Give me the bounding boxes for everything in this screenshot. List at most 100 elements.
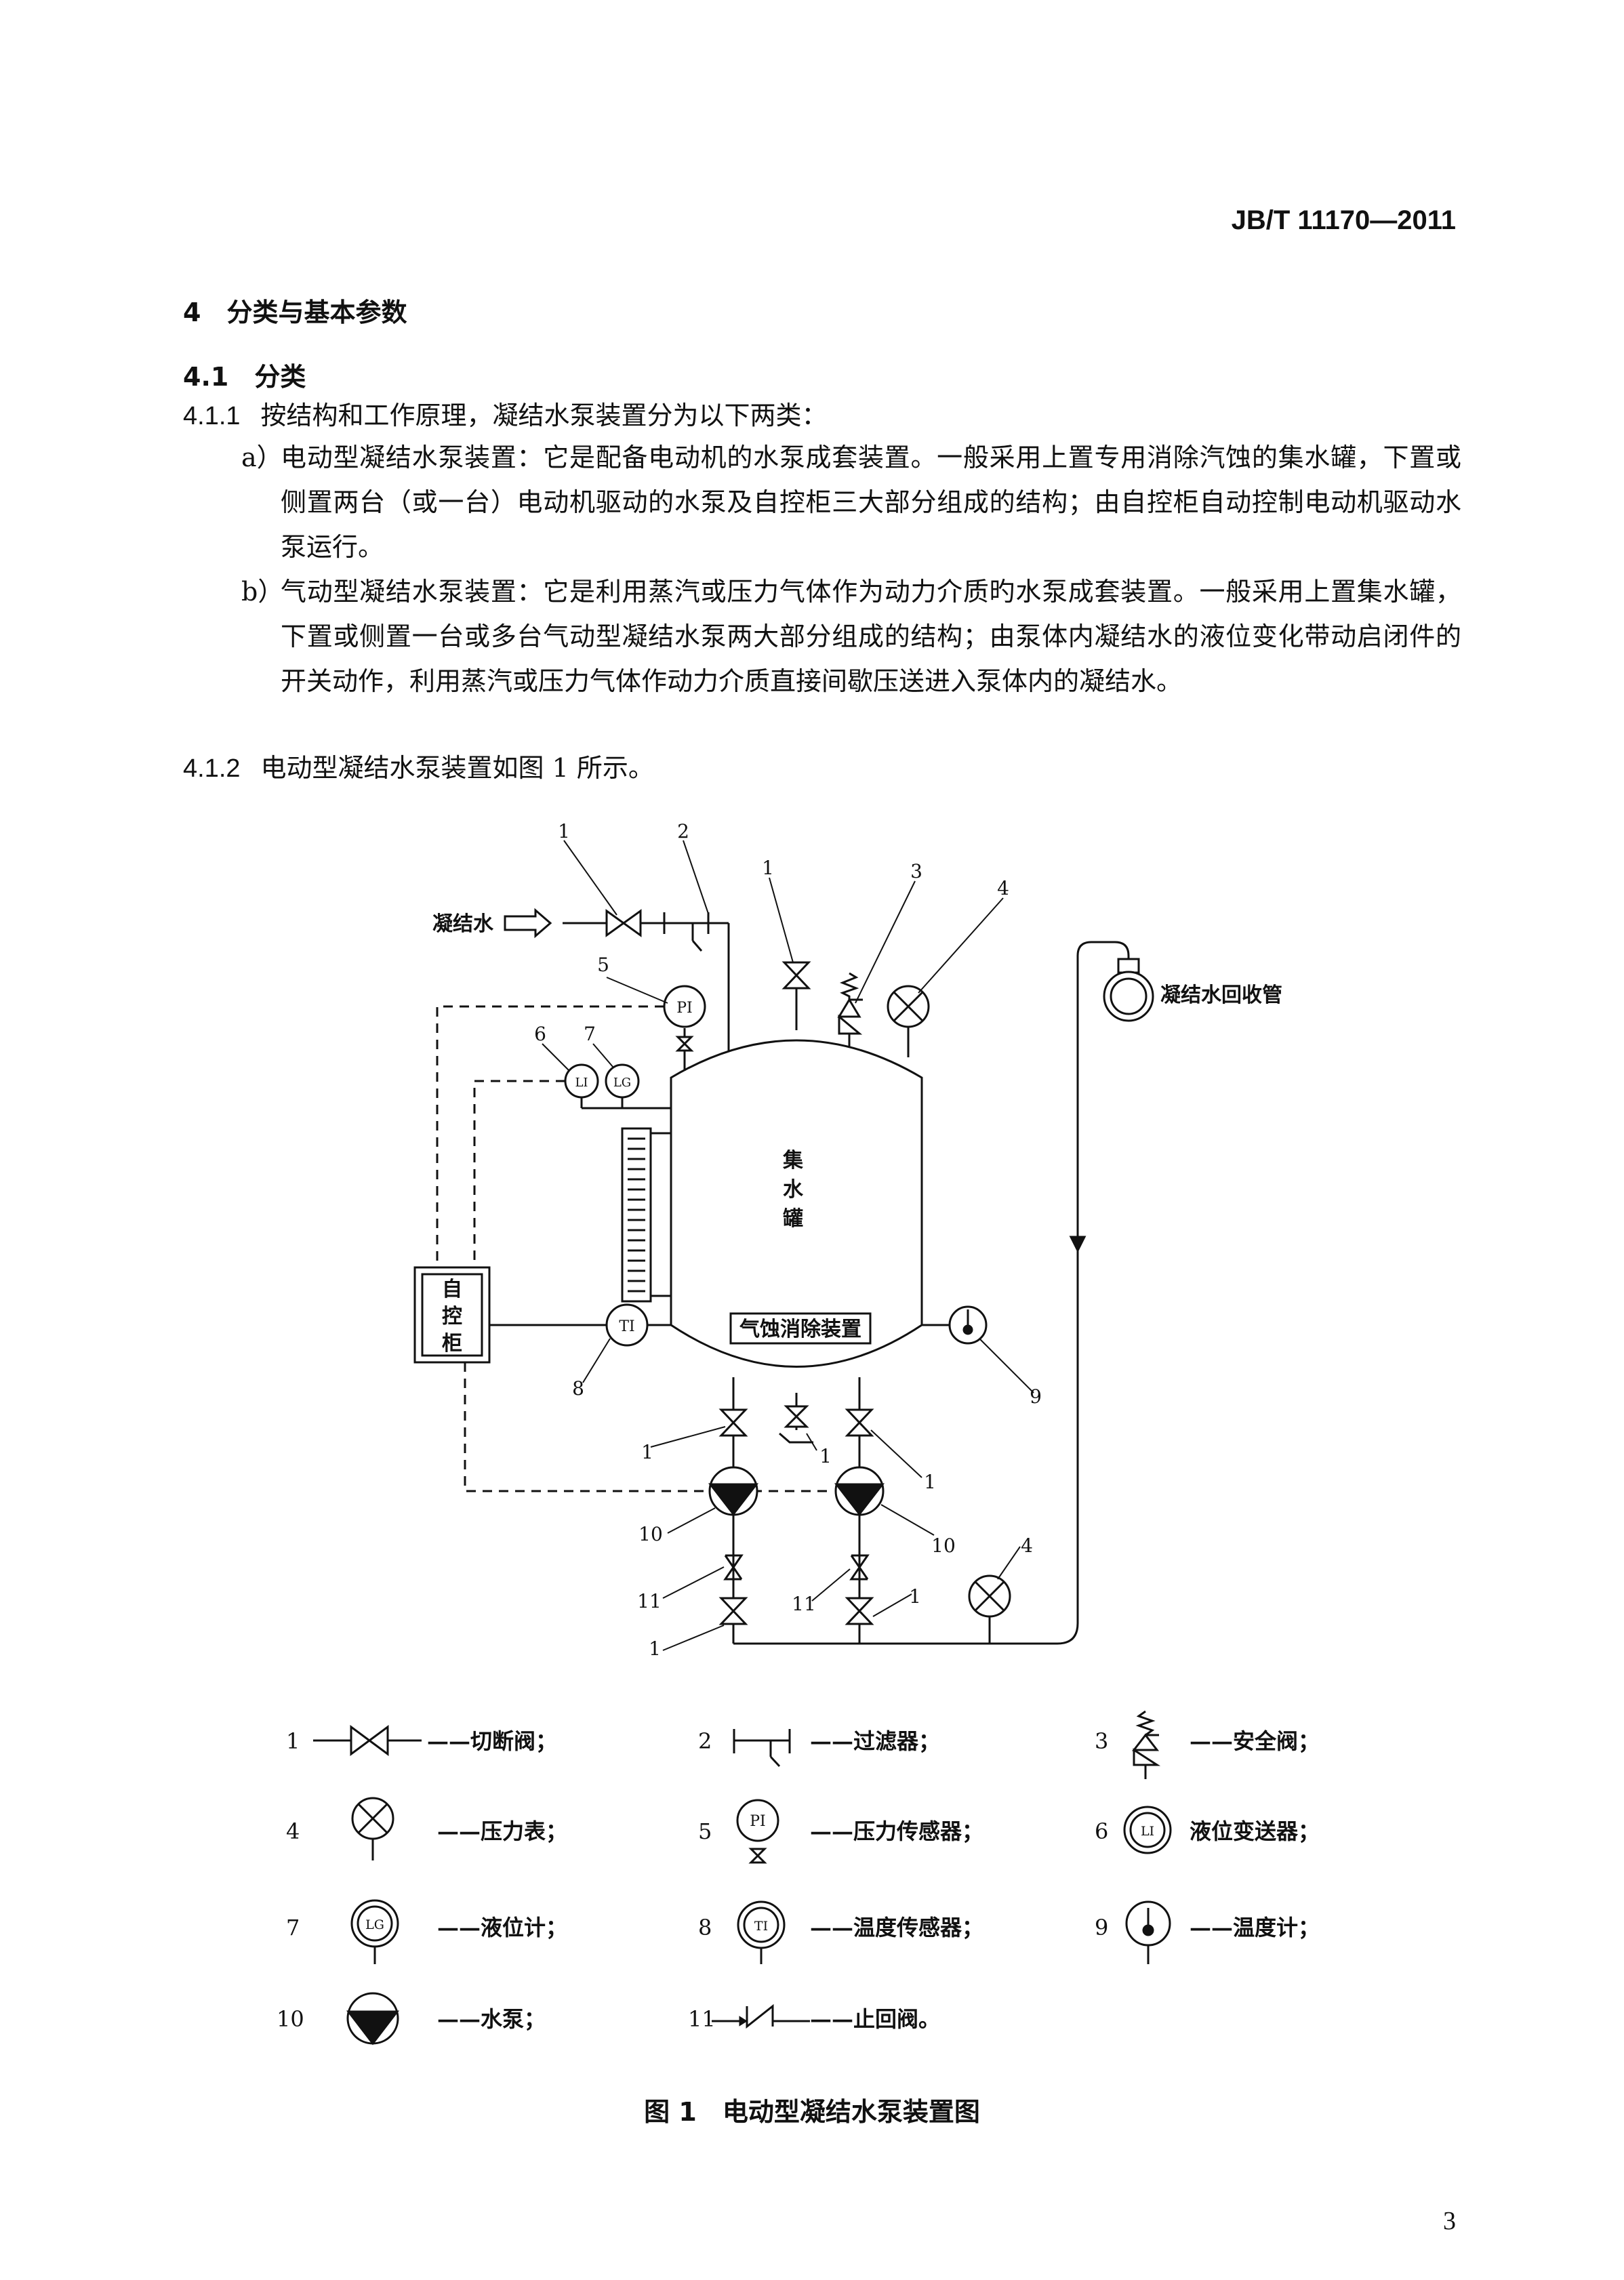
shutoff-valve-bottom-right — [845, 1408, 874, 1437]
legend-num: 10 — [277, 2006, 304, 2032]
cabinet-label-3: 柜 — [442, 1332, 462, 1356]
legend-check-valve-icon — [712, 2003, 810, 2029]
legend-desc: ——压力传感器； — [810, 1818, 983, 1844]
legend-pump-icon — [346, 1992, 400, 2045]
callout-10: 10 — [638, 1523, 663, 1545]
clause-text: 电动型凝结水泵装置如图 1 所示。 — [260, 753, 654, 783]
callout-1: 1 — [641, 1441, 653, 1463]
callout-8: 8 — [572, 1377, 584, 1400]
list-item-a: a） 电动型凝结水泵装置：它是配备电动机的水泵成套装置。一般采用上置专用消除汽蚀… — [241, 435, 1461, 569]
pump-left — [708, 1466, 759, 1516]
legend-desc: ——温度传感器； — [810, 1915, 983, 1940]
legend-num: 7 — [286, 1915, 300, 1940]
cabinet-label-2: 控 — [442, 1305, 462, 1328]
legend-desc: ——过滤器； — [810, 1728, 940, 1754]
tank-label-1: 集 — [782, 1149, 804, 1173]
callout-1: 1 — [649, 1637, 661, 1660]
legend-symbols — [313, 1710, 1172, 2045]
legend-pressure-sensor-icon — [736, 1799, 779, 1864]
drain-valve — [779, 1405, 813, 1444]
legend-num: 6 — [1095, 1818, 1108, 1844]
list-item-label: b） — [241, 577, 284, 607]
return-pipe-symbol — [1103, 958, 1154, 1022]
clause-4-1-1: 4.1.1 按结构和工作原理，凝结水泵装置分为以下两类： — [183, 393, 828, 439]
shutoff-valve-top — [781, 961, 811, 990]
legend-pi-text: PI — [750, 1813, 766, 1830]
li-symbol-text: LI — [575, 1076, 588, 1090]
lg-symbol-text: LG — [613, 1076, 631, 1090]
list-item-b: b） 气动型凝结水泵装置：它是利用蒸汽或压力气体作为动力介质旳水泵成套装置。一般… — [241, 569, 1461, 704]
thermometer-9 — [948, 1305, 988, 1345]
figure-caption: 图 1 电动型凝结水泵装置图 — [644, 2097, 980, 2127]
tank-label-3: 罐 — [783, 1207, 803, 1231]
pi-symbol-text: PI — [676, 1000, 693, 1017]
clause-text: 按结构和工作原理，凝结水泵装置分为以下两类： — [260, 401, 828, 430]
clause-4-1-2: 4.1.2 电动型凝结水泵装置如图 1 所示。 — [183, 746, 654, 791]
callout-2: 2 — [677, 820, 689, 842]
legend-desc: ——液位计； — [437, 1915, 567, 1940]
legend-desc: ——温度计； — [1190, 1915, 1320, 1940]
pump-right — [834, 1466, 885, 1516]
legend-num: 5 — [698, 1818, 712, 1844]
page-number: 3 — [1443, 2207, 1456, 2235]
clause-number: 4.1.2 — [183, 754, 241, 783]
standard-code: JB/T 11170—2011 — [1231, 205, 1456, 235]
callout-11: 11 — [792, 1593, 816, 1615]
legend-temperature-sensor-icon — [737, 1900, 786, 1964]
flow-arrow-up — [1069, 1236, 1087, 1253]
legend-ti-text: TI — [754, 1919, 768, 1934]
legend-desc: ——切断阀； — [427, 1728, 557, 1754]
legend-num: 1 — [286, 1728, 300, 1754]
check-valve-left — [723, 1554, 744, 1581]
legend-num: 8 — [698, 1915, 712, 1940]
tank-label-2: 水 — [783, 1178, 804, 1202]
list-item-text: 电动型凝结水泵装置：它是配备电动机的水泵成套装置。一般采用上置专用消除汽蚀的集水… — [281, 443, 1461, 562]
shutoff-valve-bottom-left — [718, 1408, 748, 1437]
section-heading-4-1: 4.1 分类 — [183, 362, 306, 392]
callout-6: 6 — [534, 1023, 546, 1045]
inlet-hollow-arrow — [504, 908, 552, 939]
shutoff-valve-lower-left — [718, 1597, 748, 1625]
legend-level-gauge-icon — [350, 1899, 399, 1964]
legend-shutoff-valve-icon — [313, 1725, 422, 1756]
legend-num: 2 — [698, 1728, 712, 1754]
legend-desc: ——压力表； — [437, 1818, 567, 1844]
list-item-label: a） — [241, 443, 283, 472]
callout-1: 1 — [558, 820, 570, 842]
section-heading-4: 4 分类与基本参数 — [183, 298, 407, 327]
control-cabinet — [413, 1266, 491, 1364]
return-pipe-label: 凝结水回收管 — [1160, 983, 1282, 1007]
level-column — [621, 1127, 671, 1303]
list-item-text: 气动型凝结水泵装置：它是利用蒸汽或压力气体作为动力介质旳水泵成套装置。一般采用上… — [281, 577, 1461, 696]
shutoff-valve-lower-right — [845, 1597, 874, 1625]
clause-number: 4.1.1 — [183, 402, 241, 430]
cabinet-label-1: 自 — [442, 1278, 462, 1301]
callout-4: 4 — [1021, 1534, 1033, 1557]
legend-li-text: LI — [1141, 1824, 1154, 1839]
legend-desc: ——水泵； — [437, 2006, 546, 2032]
inlet-label: 凝结水 — [432, 912, 494, 936]
legend-desc: ——安全阀； — [1190, 1728, 1320, 1754]
callout-7: 7 — [584, 1023, 596, 1045]
callout-10: 10 — [931, 1534, 956, 1557]
legend-safety-valve-icon — [1131, 1710, 1161, 1779]
legend-num: 9 — [1095, 1915, 1108, 1940]
callout-11: 11 — [637, 1590, 662, 1612]
pressure-gauge-bottom — [968, 1574, 1011, 1618]
control-signal-lines — [436, 1005, 832, 1492]
safety-valve-top — [837, 972, 863, 1047]
legend-thermometer-icon — [1125, 1900, 1171, 1964]
legend-desc: ——止回阀。 — [810, 2006, 940, 2032]
legend-strainer-icon — [733, 1729, 791, 1768]
shutoff-valve-inlet — [605, 909, 642, 937]
callout-1: 1 — [819, 1445, 832, 1467]
callout-9: 9 — [1030, 1385, 1042, 1408]
ti-symbol-text: TI — [619, 1318, 634, 1335]
callout-3: 3 — [910, 860, 922, 882]
legend-num: 3 — [1095, 1728, 1108, 1754]
callout-4: 4 — [997, 877, 1009, 899]
legend-level-transmitter-icon — [1123, 1806, 1172, 1854]
pressure-gauge-top — [887, 985, 930, 1028]
check-valve-right — [849, 1554, 870, 1581]
